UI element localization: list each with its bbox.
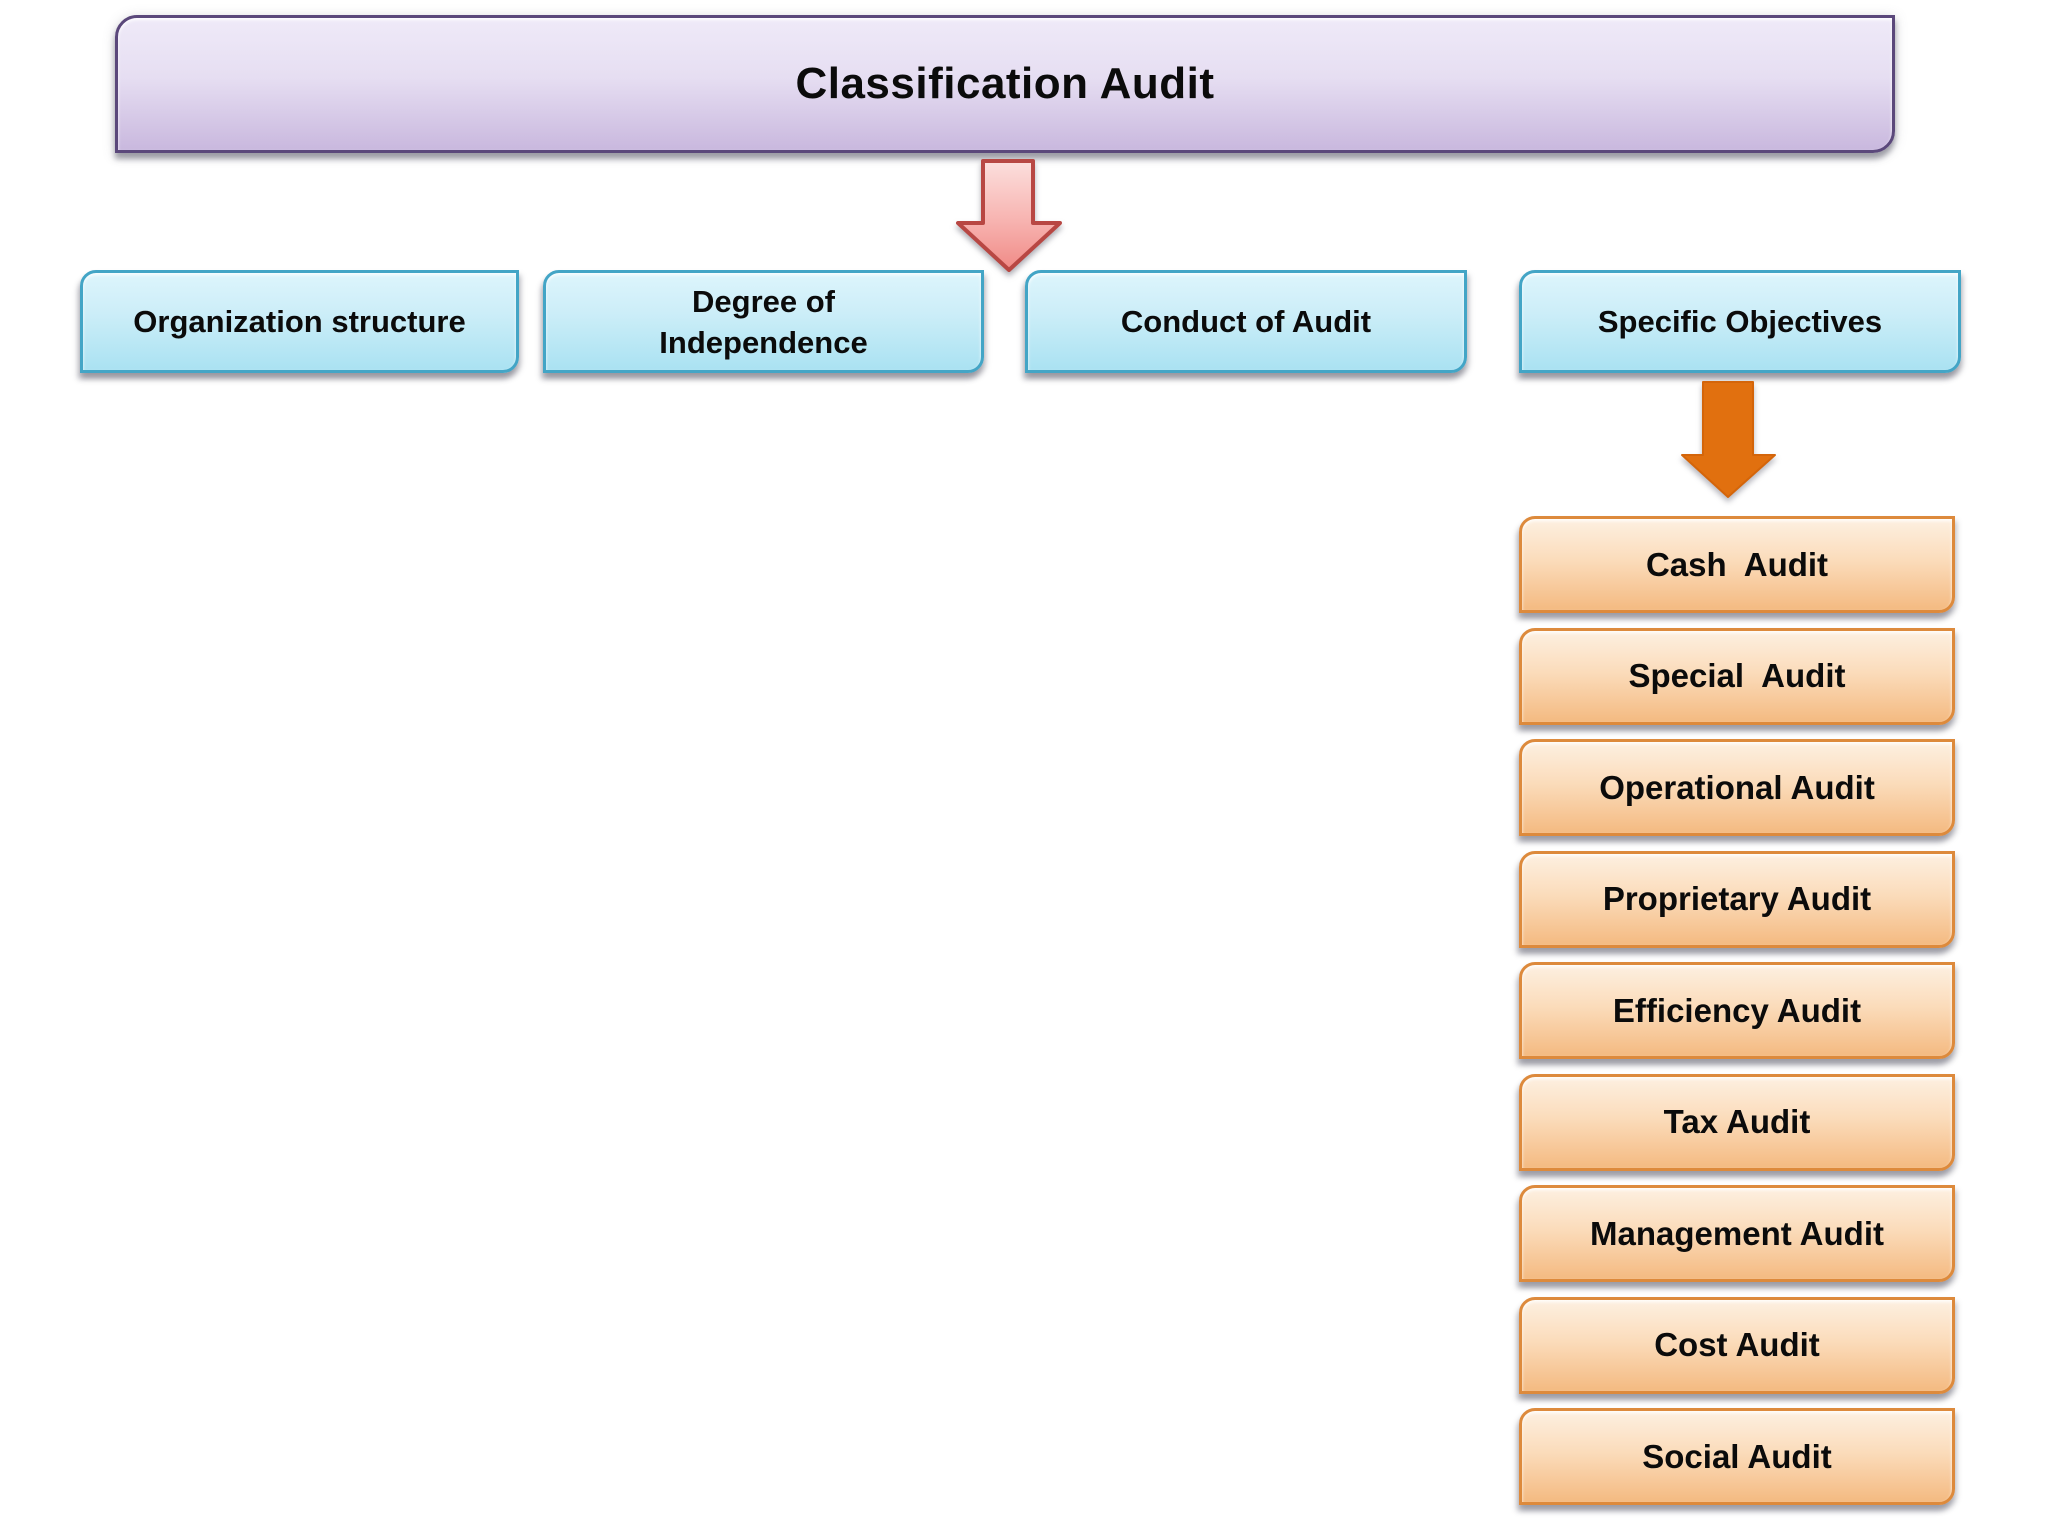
objective-label: Efficiency Audit: [1612, 991, 1862, 1029]
objective-label: Operational Audit: [1599, 768, 1875, 806]
down-arrow-red-icon: [956, 159, 1062, 272]
objective-box-proprietary-audit: Proprietary Audit: [1519, 850, 1955, 948]
diagram-title: Classification Audit: [795, 59, 1215, 108]
category-label: Conduct of Audit: [1120, 304, 1372, 339]
objective-label: Social Audit: [1642, 1437, 1832, 1475]
objectives-column: Cash Audit Special Audit Operational Aud…: [1519, 516, 1955, 1505]
category-box-specific-objectives: Specific Objectives: [1519, 270, 1961, 373]
objective-box-tax-audit: Tax Audit: [1519, 1073, 1955, 1171]
objective-box-cash-audit: Cash Audit: [1519, 516, 1955, 613]
category-label: Organization structure: [133, 304, 466, 339]
category-label: Specific Objectives: [1597, 304, 1883, 339]
objective-label: Cash Audit: [1645, 545, 1829, 583]
objective-box-special-audit: Special Audit: [1519, 627, 1955, 725]
objective-label: Cost Audit: [1654, 1326, 1820, 1363]
objective-box-efficiency-audit: Efficiency Audit: [1519, 962, 1955, 1059]
objective-box-cost-audit: Cost Audit: [1519, 1296, 1955, 1394]
objective-box-management-audit: Management Audit: [1519, 1185, 1955, 1282]
objective-label: Proprietary Audit: [1602, 880, 1872, 917]
category-box-organization-structure: Organization structure: [80, 270, 519, 373]
category-box-conduct-of-audit: Conduct of Audit: [1025, 270, 1467, 373]
objective-label: Tax Audit: [1663, 1103, 1811, 1140]
objective-box-social-audit: Social Audit: [1519, 1408, 1955, 1505]
category-label: Degree of Independence: [659, 283, 868, 360]
objective-box-operational-audit: Operational Audit: [1519, 739, 1955, 836]
objective-label: Special Audit: [1628, 657, 1846, 694]
title-box: Classification Audit: [115, 15, 1895, 153]
category-box-degree-of-independence: Degree of Independence: [543, 270, 984, 373]
objective-label: Management Audit: [1590, 1214, 1884, 1252]
down-arrow-orange-icon: [1681, 381, 1776, 498]
